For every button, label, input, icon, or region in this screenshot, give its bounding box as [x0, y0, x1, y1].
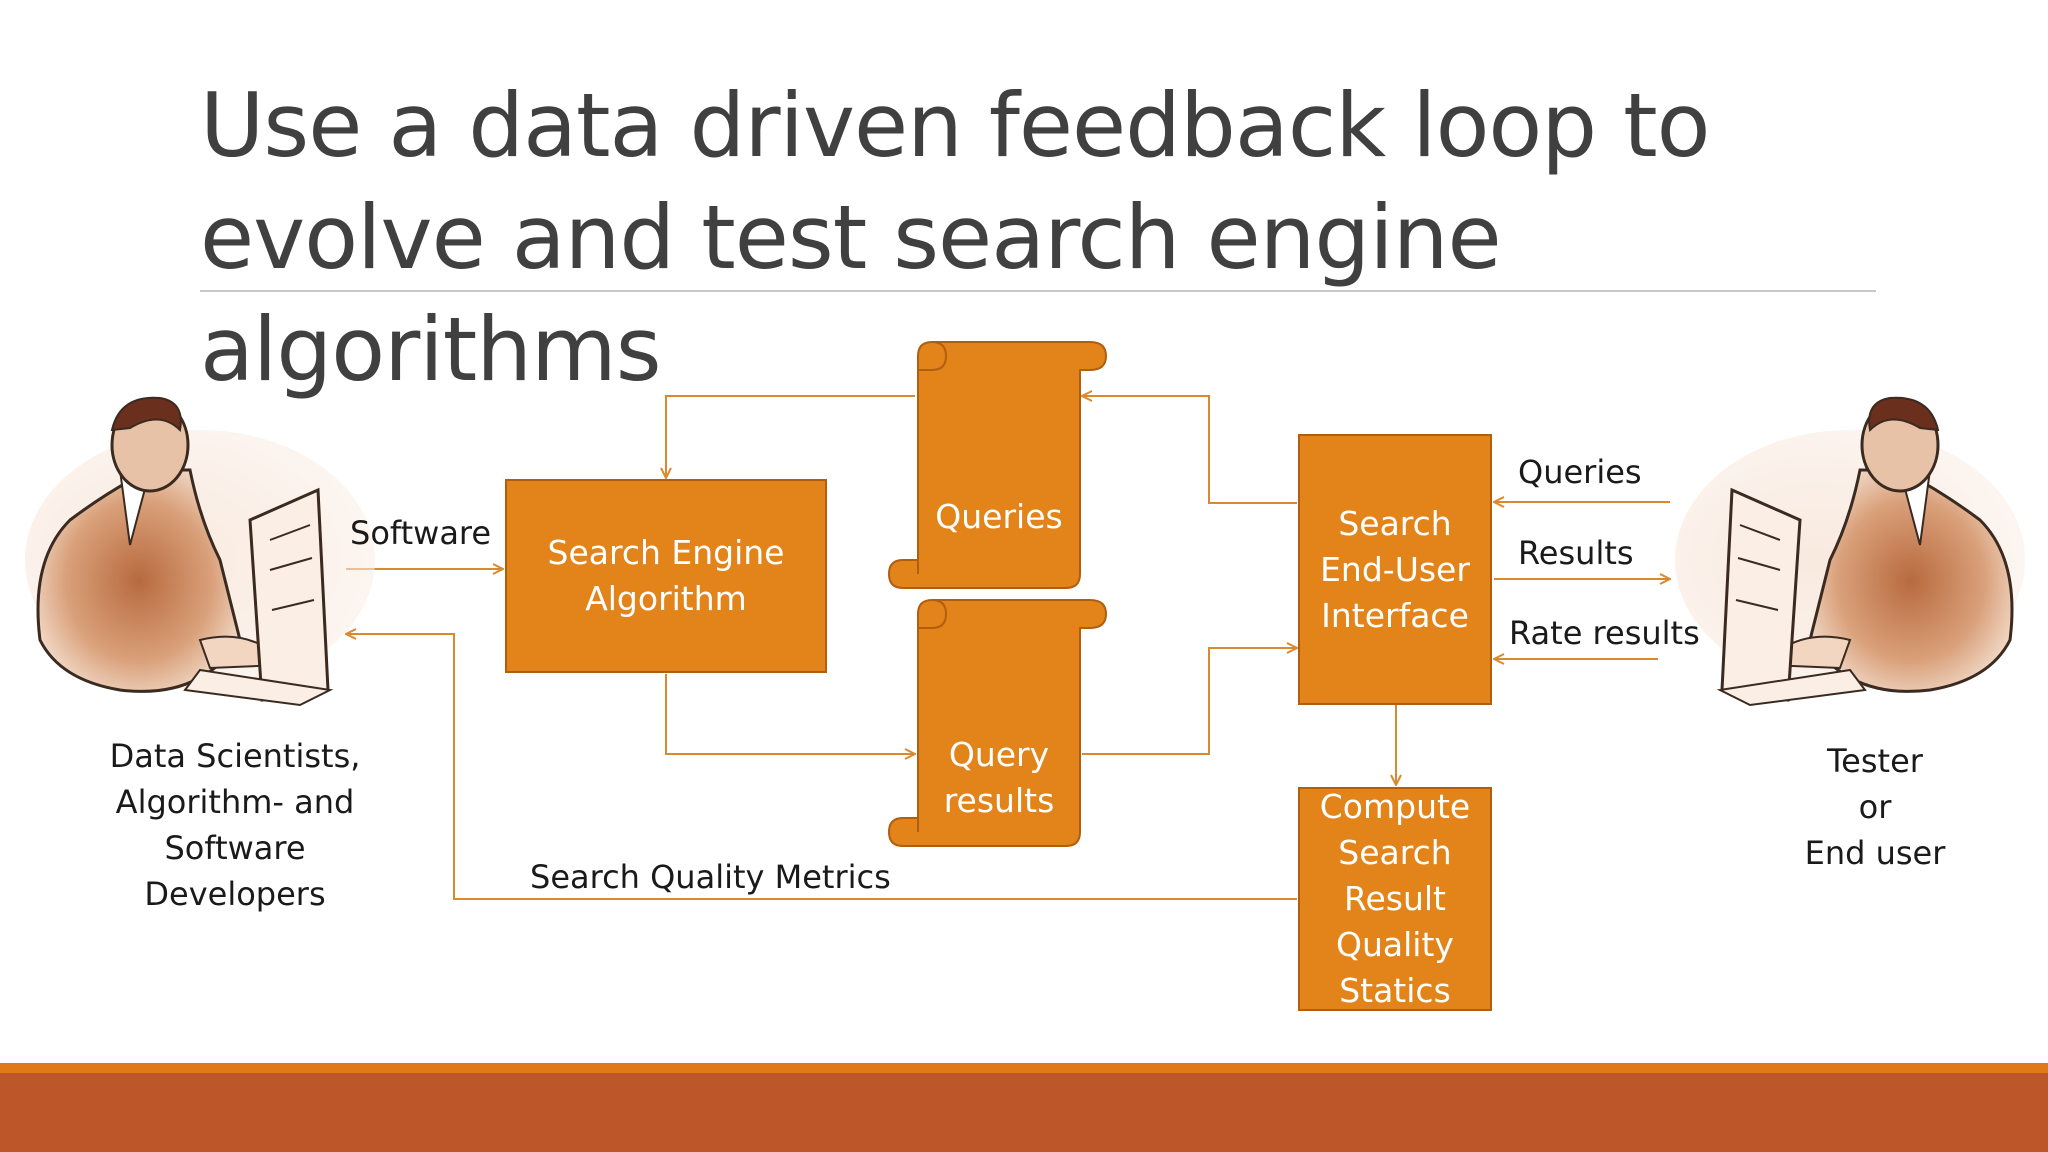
arrow-queries-to-algorithm: [666, 395, 915, 478]
footer-bar: [0, 1073, 2048, 1152]
edge-label-search-quality-metrics: Search Quality Metrics: [530, 858, 891, 896]
footer-accent-line: [0, 1063, 2048, 1073]
tester-person-icon: [1675, 396, 2025, 707]
arrow-ui-to-queries: [1082, 396, 1297, 504]
edge-label-rate-results: Rate results: [1509, 614, 1700, 652]
developer-person-icon: [25, 396, 375, 707]
title-line-1: Use a data driven feedback loop to: [200, 74, 1710, 177]
arrow-algorithm-to-results: [665, 674, 915, 754]
search-engine-algorithm-label: Search Engine Algorithm: [547, 533, 785, 618]
edge-label-queries: Queries: [1518, 453, 1642, 491]
queries-scroll-label: Queries: [935, 497, 1063, 536]
arrow-results-to-ui: [1082, 648, 1297, 755]
slide-title: Use a data driven feedback loop to evolv…: [200, 70, 1900, 406]
search-engine-algorithm-box: Search Engine Algorithm: [505, 479, 827, 673]
connector-arrows: [346, 395, 1670, 900]
arrow-quality-metrics: [346, 634, 1297, 900]
search-end-user-interface-label: Search End-User Interface: [1320, 503, 1470, 635]
query-results-scroll-shape: [887, 599, 1108, 847]
compute-statistics-label: Compute Search Result Quality Statics: [1319, 787, 1471, 1010]
developers-caption: Data Scientists, Algorithm- and Software…: [109, 737, 361, 913]
title-divider: [200, 290, 1876, 292]
search-end-user-interface-box: Search End-User Interface: [1298, 434, 1492, 705]
queries-scroll-shape: [887, 341, 1108, 589]
query-results-scroll: Query results: [918, 686, 1080, 824]
edge-label-software: Software: [350, 514, 492, 552]
title-line-2: evolve and test search engine algorithms: [200, 186, 1502, 401]
compute-statistics-box: Compute Search Result Quality Statics: [1298, 787, 1492, 1011]
queries-scroll: Queries: [918, 448, 1080, 540]
tester-caption: Tester or End user: [1804, 742, 1946, 872]
query-results-scroll-label: Query results: [943, 735, 1055, 820]
edge-label-results: Results: [1518, 534, 1634, 572]
